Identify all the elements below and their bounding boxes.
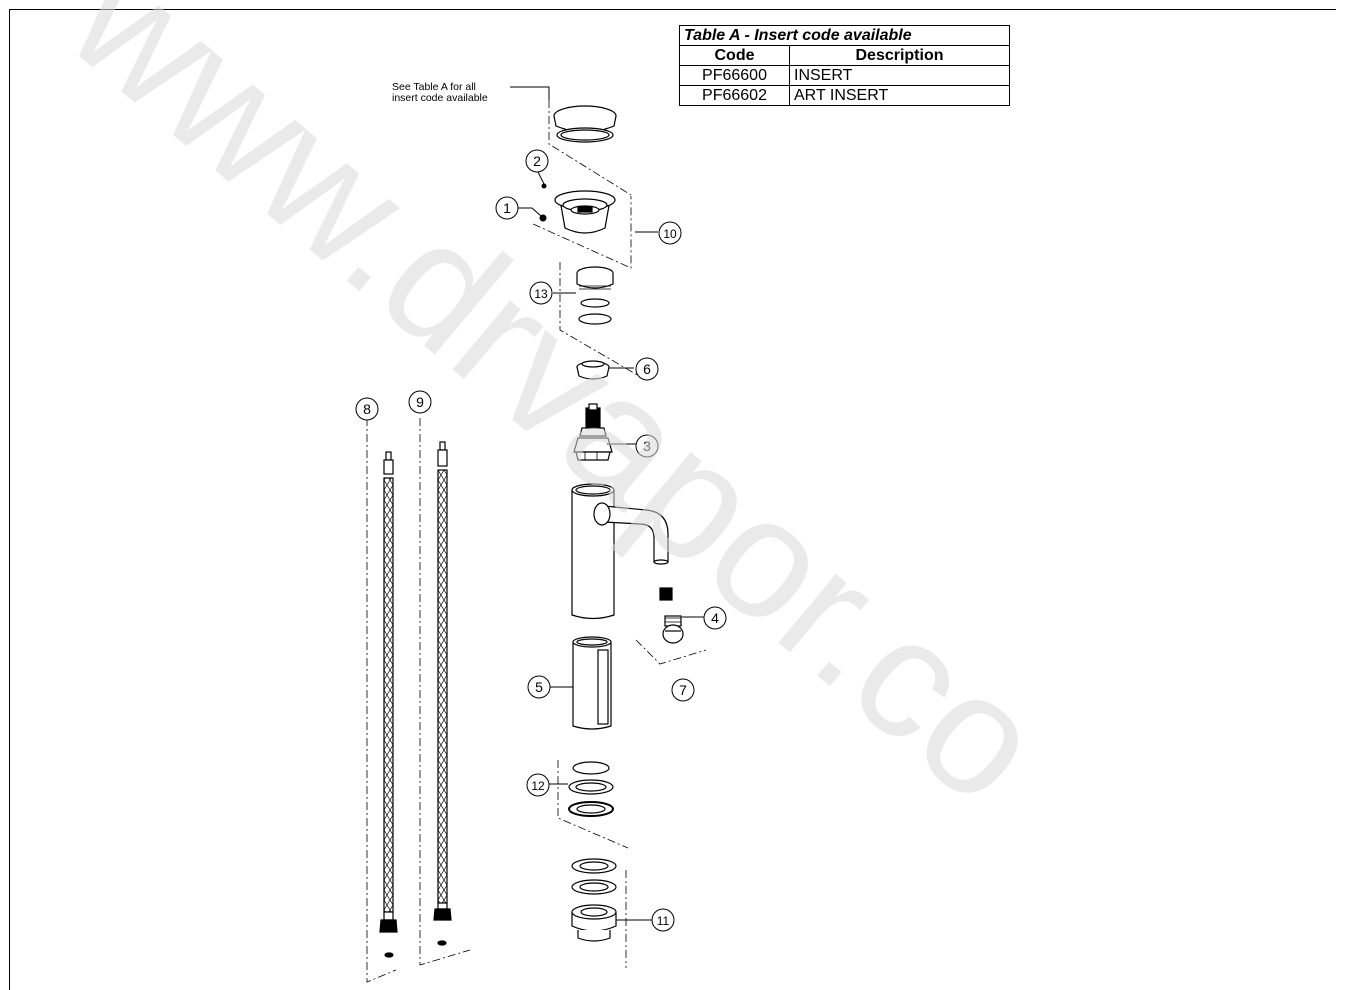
callout-5: 5	[535, 679, 543, 695]
note-line-2: insert code available	[392, 92, 488, 104]
shank-sleeve-part	[572, 636, 612, 730]
description-cell: ART INSERT	[789, 85, 1010, 106]
table-row: PF66602 ART INSERT	[679, 85, 1010, 106]
mounting-nut-part	[571, 858, 617, 942]
callout-circles	[355, 149, 727, 932]
table-title: Table A - Insert code available	[679, 25, 1010, 46]
callout-numbers: 1 2 3 4 5 6 7 8 9 10 11 12 13	[363, 153, 719, 928]
hose-part-9	[433, 441, 452, 946]
table-reference-note: See Table A for all insert code availabl…	[392, 82, 488, 104]
handle-part	[554, 190, 616, 234]
washers-part	[568, 761, 614, 817]
callout-3: 3	[643, 438, 651, 454]
description-cell: INSERT	[789, 65, 1010, 86]
hose-part-8	[379, 451, 398, 958]
table-row: PF66600 INSERT	[679, 65, 1010, 86]
code-cell: PF66600	[679, 65, 790, 86]
assembly-lines	[366, 100, 707, 983]
note-leader	[510, 86, 550, 100]
header-description: Description	[789, 45, 1010, 66]
code-cell: PF66602	[679, 85, 790, 106]
callout-9: 9	[416, 394, 424, 410]
callout-11: 11	[657, 914, 670, 928]
aerator-part	[659, 587, 684, 644]
bonnet-nut-part	[576, 360, 610, 380]
callout-7: 7	[679, 682, 687, 698]
note-line-1: See Table A for all	[392, 81, 476, 93]
callout-12: 12	[531, 779, 545, 793]
diverter-part	[576, 266, 614, 325]
header-code: Code	[679, 45, 790, 66]
callout-2: 2	[533, 153, 541, 169]
callout-4: 4	[711, 610, 719, 626]
callout-6: 6	[643, 361, 651, 377]
drawing-frame	[9, 9, 1336, 990]
cartridge-part	[573, 403, 613, 461]
insert-cap-part	[553, 105, 617, 143]
callout-1: 1	[503, 200, 511, 216]
callout-10: 10	[663, 227, 677, 241]
callout-leaders	[518, 171, 704, 921]
callout-13: 13	[534, 287, 548, 301]
faucet-body-part	[571, 483, 669, 620]
insert-code-table: Table A - Insert code available Code Des…	[679, 25, 1010, 106]
callout-8: 8	[363, 401, 371, 417]
